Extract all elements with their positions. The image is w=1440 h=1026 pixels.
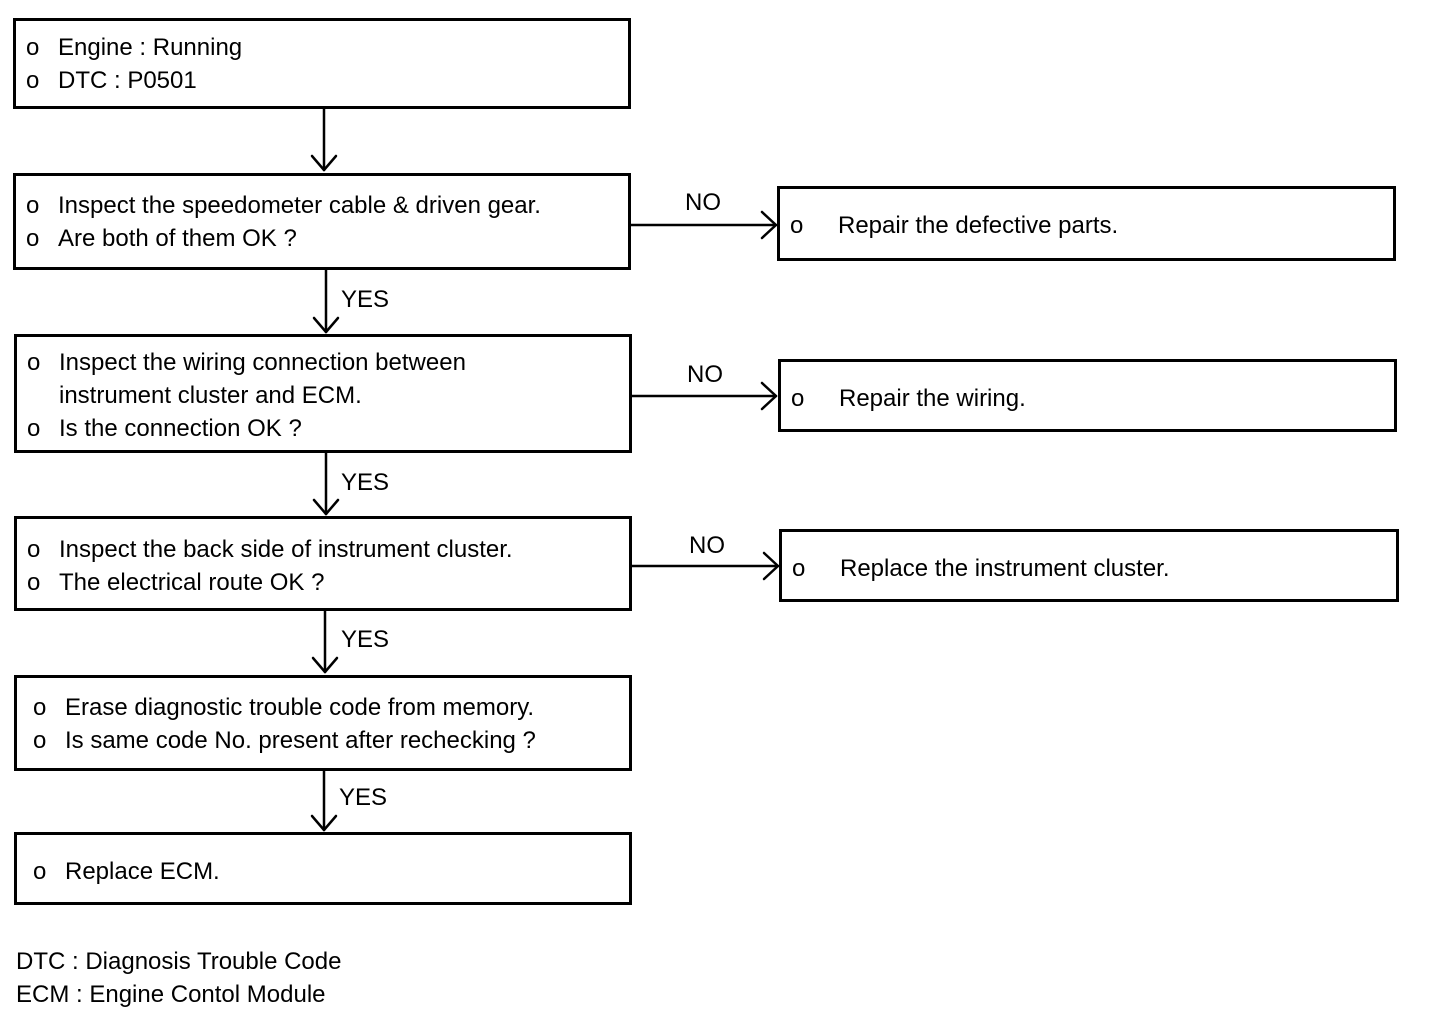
legend-ecm: ECM : Engine Contol Module — [16, 981, 326, 1008]
step-box-5: o Erase diagnostic trouble code from memo… — [14, 675, 632, 771]
action-1-text: Repair the defective parts. — [838, 212, 1119, 239]
bullet: o — [27, 569, 41, 596]
action-box-3: o Replace the instrument cluster. — [779, 529, 1399, 602]
step-1-line-1: Engine : Running — [58, 34, 243, 61]
bullet: o — [27, 349, 41, 376]
step-5-line-1: Erase diagnostic trouble code from memor… — [65, 694, 535, 721]
arrowhead-2-3 — [312, 316, 340, 334]
bullet: o — [790, 212, 804, 239]
bullet: o — [27, 415, 41, 442]
step-6-line-1: Replace ECM. — [65, 858, 220, 885]
bullet: o — [26, 192, 40, 219]
arrowhead-no-2 — [760, 381, 778, 411]
step-3-line-3: Is the connection OK ? — [59, 415, 302, 442]
yes-label-2: YES — [341, 469, 390, 496]
yes-label-4: YES — [339, 784, 388, 811]
arrowhead-4-5 — [311, 656, 339, 674]
no-label-2: NO — [687, 361, 723, 388]
arrowhead-no-3 — [762, 551, 780, 581]
step-3-line-1: Inspect the wiring connection between — [59, 349, 466, 376]
bullet: o — [33, 858, 47, 885]
step-box-4: o Inspect the back side of instrument clu… — [14, 516, 632, 611]
step-2-line-2: Are both of them OK ? — [58, 225, 297, 252]
action-box-2: o Repair the wiring. — [778, 359, 1397, 432]
step-1-line-2: DTC : P0501 — [58, 67, 197, 94]
yes-label-1: YES — [341, 286, 390, 313]
bullet: o — [26, 225, 40, 252]
bullet: o — [27, 536, 41, 563]
action-box-1: o Repair the defective parts. — [777, 186, 1396, 261]
arrowhead-1-2 — [310, 154, 338, 172]
arrowhead-5-6 — [310, 814, 338, 832]
no-label-3: NO — [689, 532, 725, 559]
legend-dtc: DTC : Diagnosis Trouble Code — [16, 948, 342, 975]
step-box-2: o Inspect the speedometer cable & driven … — [13, 173, 631, 270]
bullet: o — [791, 385, 805, 412]
action-2-text: Repair the wiring. — [839, 385, 1026, 412]
step-3-line-2: instrument cluster and ECM. — [59, 382, 362, 409]
bullet: o — [26, 67, 40, 94]
step-2-line-1: Inspect the speedometer cable & driven g… — [58, 192, 541, 219]
bullet: o — [33, 694, 47, 721]
action-3-text: Replace the instrument cluster. — [840, 555, 1170, 582]
no-label-1: NO — [685, 189, 721, 216]
step-box-6: o Replace ECM. — [14, 832, 632, 905]
legend: DTC : Diagnosis Trouble Code ECM : Engin… — [16, 945, 341, 1011]
step-box-3: o Inspect the wiring connection between i… — [14, 334, 632, 453]
step-4-line-2: The electrical route OK ? — [59, 569, 325, 596]
bullet: o — [26, 34, 40, 61]
arrowhead-no-1 — [760, 210, 778, 240]
step-5-line-2: Is same code No. present after recheckin… — [65, 727, 536, 754]
yes-label-3: YES — [341, 626, 390, 653]
step-4-line-1: Inspect the back side of instrument clus… — [59, 536, 513, 563]
bullet: o — [792, 555, 806, 582]
arrowhead-3-4 — [312, 498, 340, 516]
bullet: o — [33, 727, 47, 754]
